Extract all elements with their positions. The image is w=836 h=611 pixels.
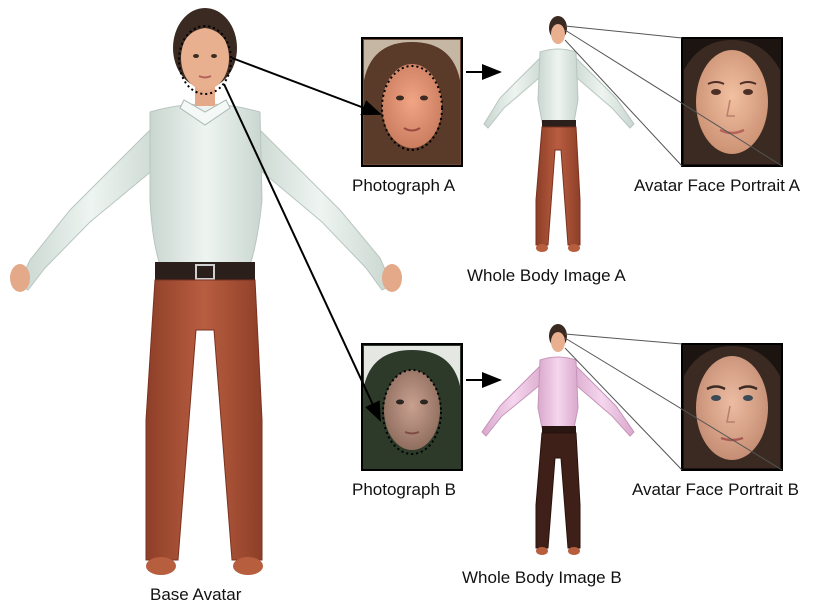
whole-body-a-figure — [484, 16, 634, 252]
avatar-face-portrait-a — [682, 38, 782, 166]
label-photograph-b: Photograph B — [352, 480, 456, 500]
label-portrait-a: Avatar Face Portrait A — [634, 176, 800, 196]
label-portrait-b: Avatar Face Portrait B — [632, 480, 799, 500]
label-photograph-a: Photograph A — [352, 176, 455, 196]
base-avatar-figure — [10, 8, 402, 575]
arrow-base-to-photo-a — [232, 58, 380, 114]
avatar-face-portrait-b — [682, 344, 782, 470]
whole-body-b-figure — [482, 324, 634, 555]
label-base-avatar: Base Avatar — [150, 585, 241, 605]
photograph-b — [362, 344, 462, 470]
photograph-a — [362, 38, 462, 166]
label-whole-body-b: Whole Body Image B — [462, 568, 622, 588]
label-whole-body-a: Whole Body Image A — [467, 266, 626, 286]
